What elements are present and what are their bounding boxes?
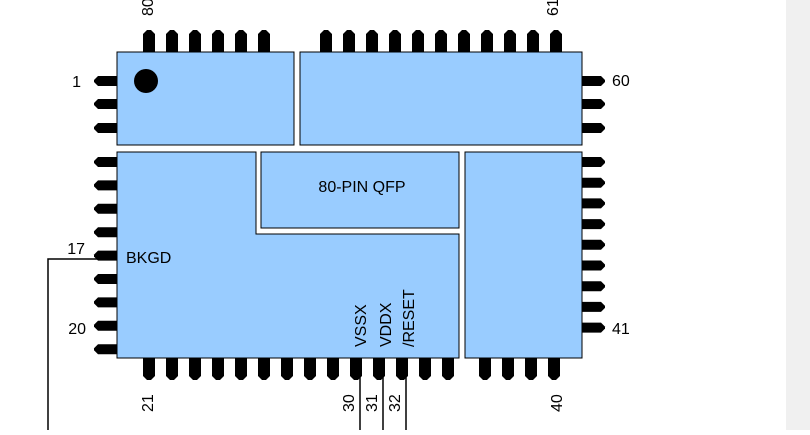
- pin: [582, 76, 605, 86]
- pin: [94, 76, 117, 86]
- pin: [281, 358, 293, 380]
- pin: [502, 358, 514, 380]
- pin: [143, 358, 155, 380]
- pin: [350, 358, 362, 380]
- pin: [550, 30, 562, 52]
- pin: [320, 30, 332, 52]
- pin: [94, 157, 117, 167]
- pin: [435, 30, 447, 52]
- signal-vddx: VDDX: [378, 302, 395, 347]
- pin: [582, 157, 605, 167]
- pin: [582, 198, 605, 209]
- pin-number-20: 20: [68, 321, 86, 338]
- pin: [94, 344, 117, 355]
- pin: [582, 123, 605, 133]
- pin: [166, 358, 178, 380]
- pin: [419, 358, 431, 380]
- pin: [343, 30, 355, 52]
- pin: [582, 99, 605, 109]
- pin: [212, 30, 224, 52]
- block-top-right: [299, 51, 583, 146]
- pin: [582, 177, 605, 188]
- pin: [396, 358, 408, 380]
- signal-reset: /RESET: [401, 289, 418, 347]
- pin: [143, 30, 155, 52]
- pin: [582, 301, 605, 312]
- top-pins: [143, 30, 562, 52]
- pin-number-60: 60: [612, 73, 630, 90]
- pin: [304, 358, 316, 380]
- block-top-left: [116, 51, 295, 146]
- right-pins: [582, 76, 605, 333]
- pin: [94, 99, 117, 109]
- pin: [327, 358, 339, 380]
- pin-number-61: 61: [545, 0, 562, 16]
- scrollbar[interactable]: [786, 0, 810, 430]
- pin: [94, 123, 117, 133]
- pin: [94, 180, 117, 191]
- pin-number-32: 32: [387, 394, 404, 412]
- pin: [212, 358, 224, 380]
- pin: [373, 358, 385, 380]
- pin: [189, 30, 201, 52]
- signal-bkgd: BKGD: [126, 250, 171, 267]
- pin: [189, 358, 201, 380]
- pin: [258, 358, 270, 380]
- pin1-indicator-dot: [134, 69, 158, 93]
- pin: [582, 281, 605, 292]
- pin: [235, 358, 247, 380]
- package-label: 80-PIN QFP: [318, 179, 405, 196]
- pin: [94, 203, 117, 214]
- pin-number-80: 80: [140, 0, 157, 16]
- pin: [412, 30, 424, 52]
- pin: [582, 260, 605, 271]
- pin: [258, 30, 270, 52]
- signal-vssx: VSSX: [353, 304, 370, 347]
- pin: [582, 239, 605, 250]
- pin-number-31: 31: [364, 394, 381, 412]
- pin: [235, 30, 247, 52]
- pin: [458, 30, 470, 52]
- pin: [479, 358, 491, 380]
- pin-number-30: 30: [341, 394, 358, 412]
- pin: [94, 227, 117, 238]
- pin-number-40: 40: [549, 394, 566, 412]
- pin: [504, 30, 516, 52]
- pin-number-21: 21: [140, 394, 157, 412]
- block-right: [464, 151, 583, 359]
- pin: [166, 30, 178, 52]
- block-lower-left: [116, 151, 460, 359]
- pin: [389, 30, 401, 52]
- pin: [94, 320, 117, 331]
- pin-number-17: 17: [67, 241, 85, 258]
- pin: [442, 358, 454, 380]
- pin: [94, 297, 117, 308]
- left-pins: [94, 76, 117, 355]
- pin-number-41: 41: [612, 321, 630, 338]
- pin: [525, 358, 537, 380]
- pin: [366, 30, 378, 52]
- pin-number-1: 1: [72, 74, 81, 91]
- block-package-label: [260, 151, 460, 229]
- pin: [548, 358, 560, 380]
- bkgd-wire: [47, 258, 98, 430]
- pin: [582, 322, 605, 333]
- pin: [582, 219, 605, 230]
- bottom-pins: [143, 358, 560, 380]
- pin: [481, 30, 493, 52]
- pin: [94, 250, 117, 261]
- pin: [94, 274, 117, 284]
- pin: [527, 30, 539, 52]
